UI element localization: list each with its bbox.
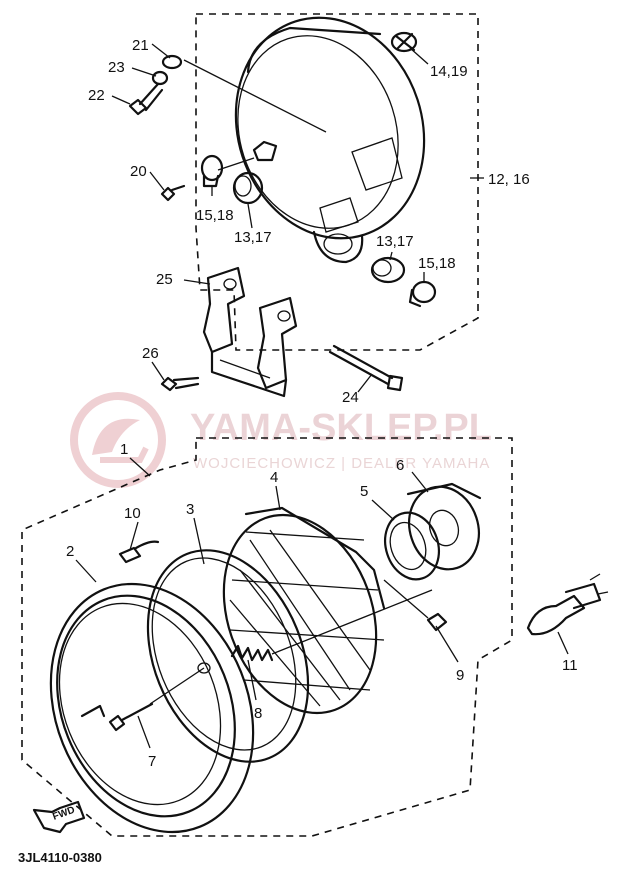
- bushing-part-13-17-lower: [370, 256, 406, 284]
- fwd-label: FWD: [51, 805, 76, 823]
- leader-lines: [75, 43, 569, 749]
- washer-part-21: [161, 54, 183, 70]
- callout-3: 3: [186, 501, 194, 518]
- callout-1: 1: [120, 441, 128, 458]
- bulb-part-11: [526, 573, 609, 636]
- watermark-title: YAMA-SKLEP.PL: [190, 407, 492, 449]
- callout-12-16: 12, 16: [488, 171, 530, 188]
- callout-24: 24: [342, 389, 359, 406]
- bolt-part-24: [328, 344, 404, 392]
- callout-14-19: 14,19: [430, 63, 468, 80]
- bushing-part-13-17-upper: [232, 171, 264, 205]
- bolt-part-22: [128, 82, 164, 116]
- callout-22: 22: [88, 87, 105, 104]
- callout-23: 23: [108, 59, 125, 76]
- headlight-lens-part-4: [222, 506, 386, 715]
- diagram-code: 3JL4110-0380: [18, 850, 102, 865]
- headlight-housing: [234, 16, 426, 264]
- housing-assembly-boundary: [195, 13, 479, 351]
- callout-20: 20: [130, 163, 147, 180]
- callout-25: 25: [156, 271, 173, 288]
- callout-15-18-upper: 15,18: [196, 207, 234, 224]
- socket-part-5: [384, 511, 440, 581]
- callout-labels: 21 23 22 14,19 12, 16 20 15,18 13,17 13,…: [66, 37, 578, 770]
- callout-8: 8: [254, 705, 262, 722]
- callout-5: 5: [360, 483, 368, 500]
- washer-part-23: [151, 70, 169, 86]
- callout-21: 21: [132, 37, 149, 54]
- watermark: YAMA-SKLEP.PL WOJCIECHOWICZ | DEALER YAM…: [70, 392, 492, 488]
- nut-part-9: [426, 612, 448, 632]
- callout-7: 7: [148, 753, 156, 770]
- callout-4: 4: [270, 469, 278, 486]
- callout-11: 11: [562, 657, 578, 674]
- clip-part-10: [118, 540, 160, 564]
- bolt-part-26: [160, 376, 200, 392]
- callout-10: 10: [124, 505, 141, 522]
- screw-part-7: [108, 662, 211, 732]
- rim-part-2: [49, 582, 255, 834]
- watermark-subtitle: WOJCIECHOWICZ | DEALER YAMAHA: [193, 455, 490, 472]
- callout-9: 9: [456, 667, 464, 684]
- callout-26: 26: [142, 345, 159, 362]
- callout-13-17-lower: 13,17: [376, 233, 414, 250]
- spring-part-8: [230, 589, 433, 662]
- callout-6: 6: [396, 457, 404, 474]
- collar-part-15-18-upper: [200, 154, 224, 188]
- headlight-unit-boundary: [21, 437, 513, 837]
- callout-15-18-lower: 15,18: [418, 255, 456, 272]
- callout-13-17-upper: 13,17: [234, 229, 272, 246]
- screw-part-20: [160, 184, 186, 202]
- bracket-part-25: [202, 266, 298, 398]
- collar-part-15-18-lower: [408, 280, 437, 308]
- watermark-logo: [70, 392, 166, 488]
- callout-2: 2: [66, 543, 74, 560]
- dust-cover-part-6: [406, 482, 482, 571]
- grommet-part-14-19: [390, 31, 418, 53]
